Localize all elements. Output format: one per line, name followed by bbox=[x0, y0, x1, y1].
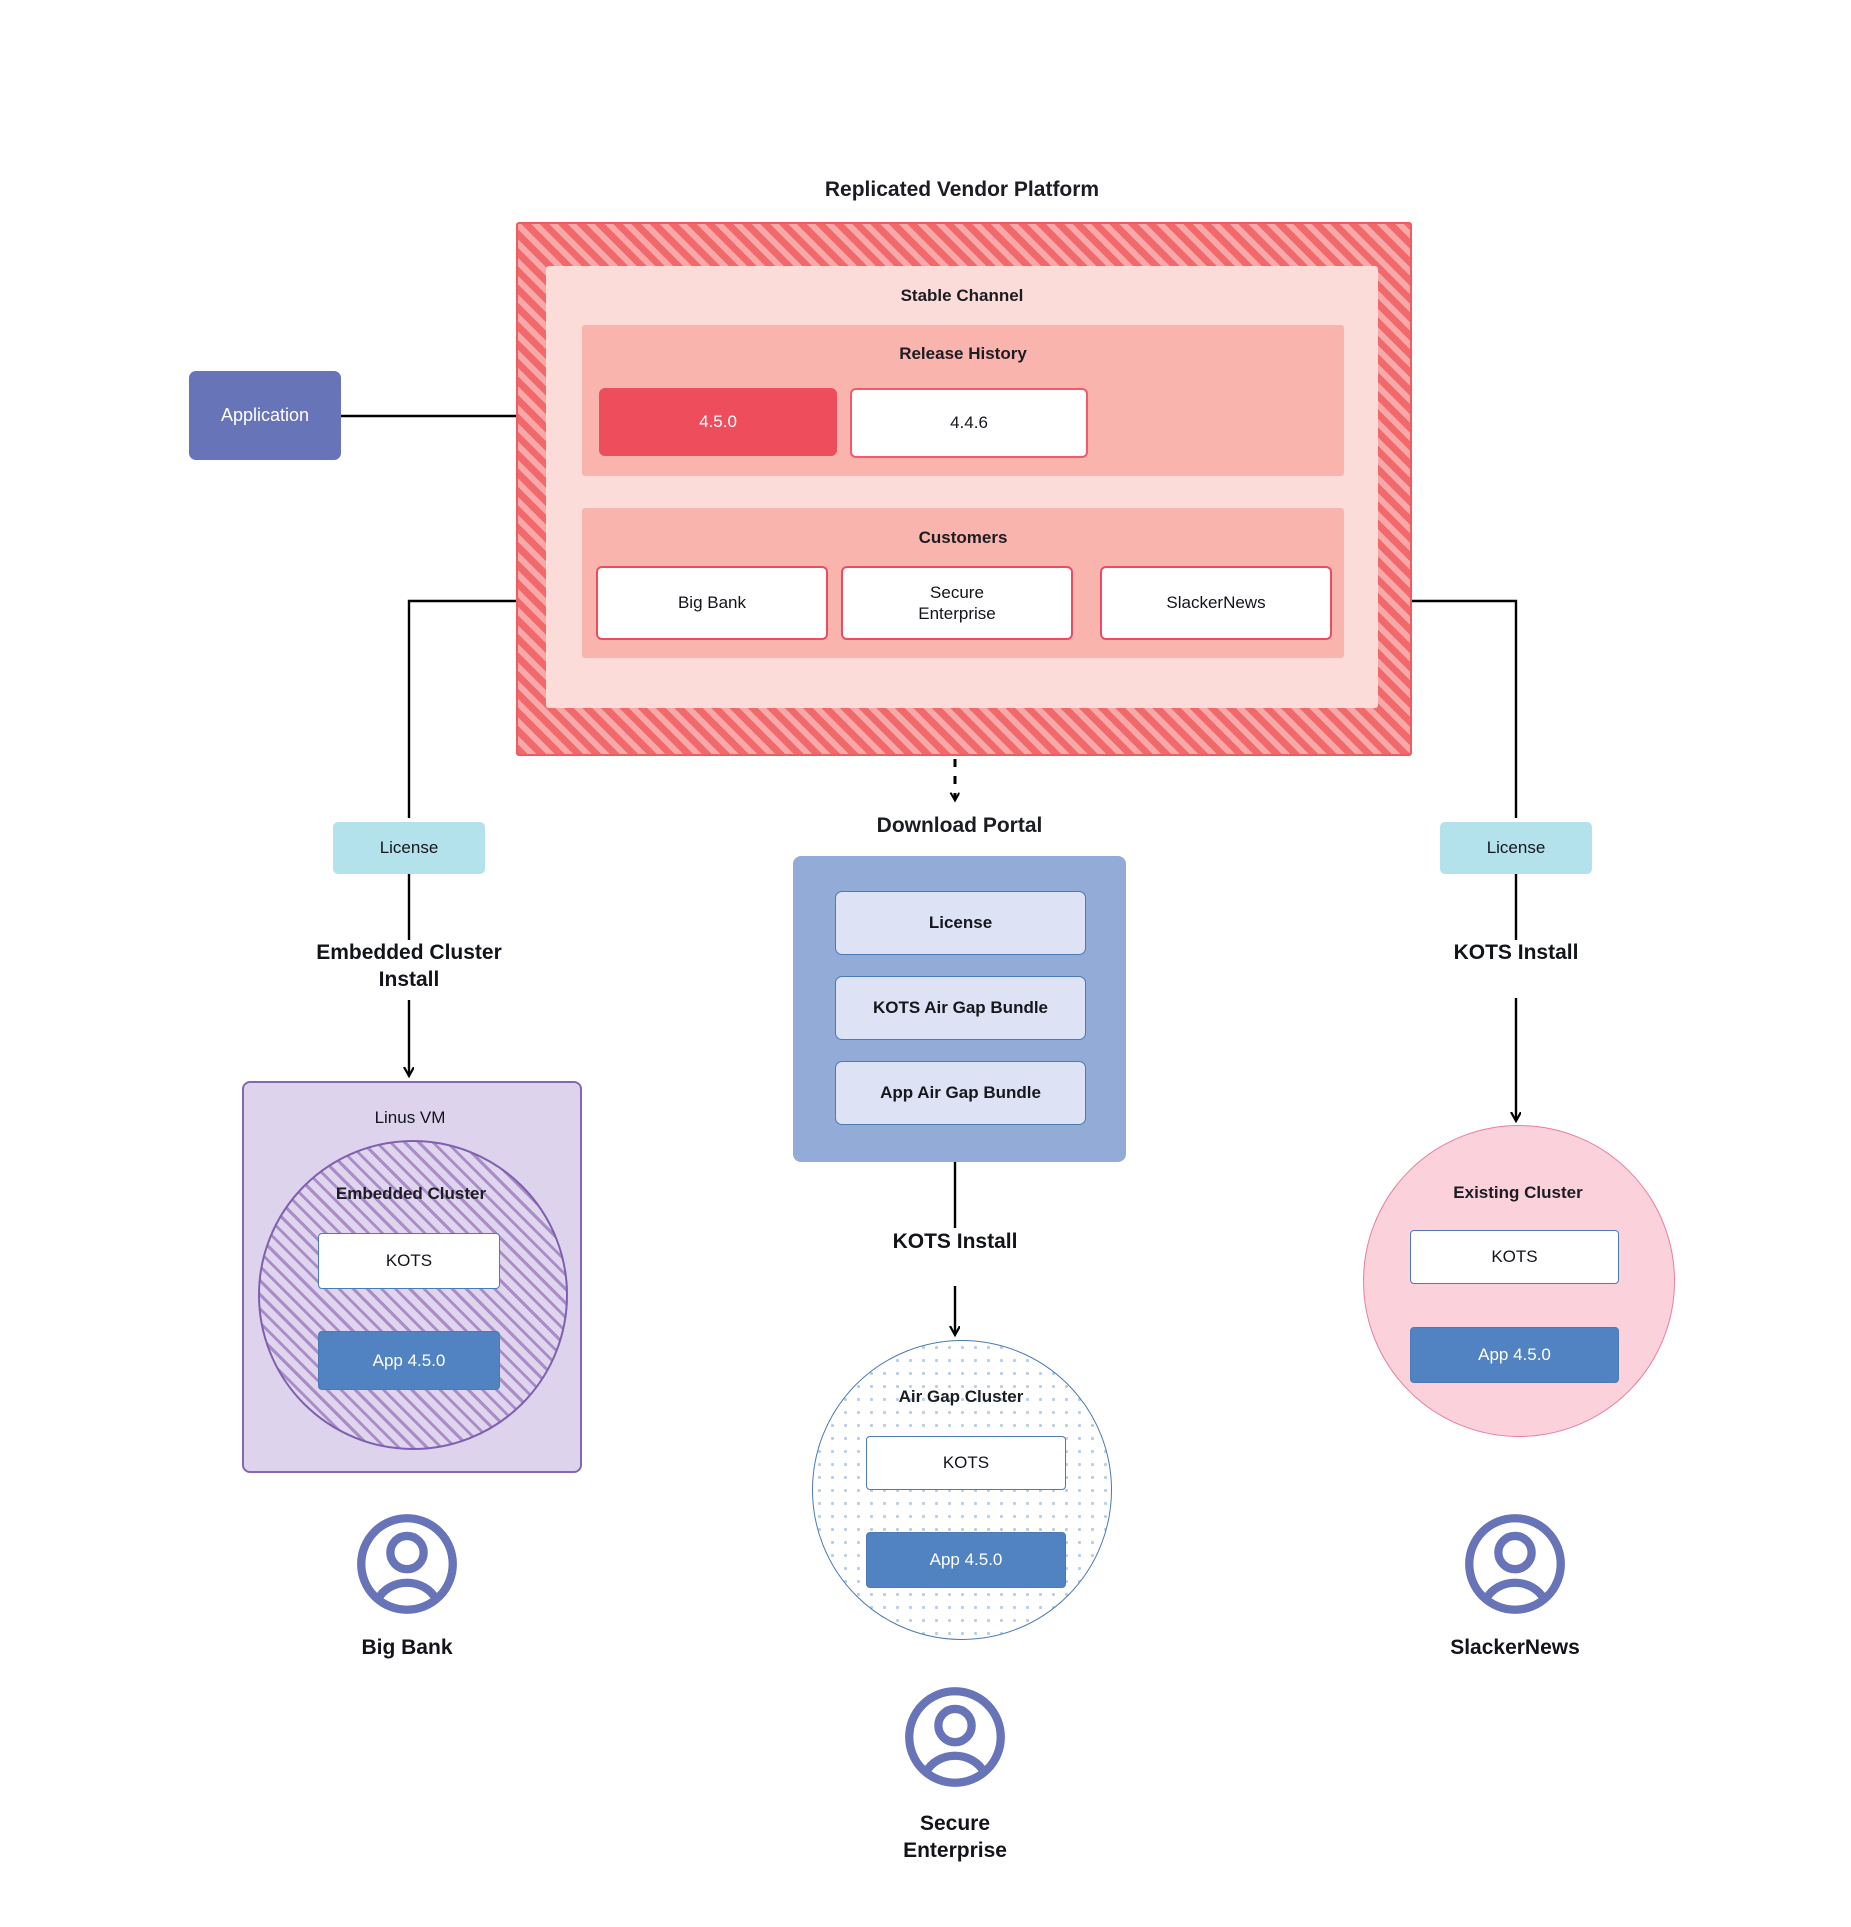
persona-label-big-bank: Big Bank bbox=[361, 1636, 453, 1659]
page-title: Replicated Vendor Platform bbox=[824, 178, 1100, 201]
air-gap-cluster-circle bbox=[812, 1340, 1112, 1640]
release-history-label: Release History bbox=[899, 344, 1027, 363]
release-item-previous[interactable]: 4.4.6 bbox=[850, 388, 1088, 458]
edge-label-airgap-kots-install: KOTS Install bbox=[892, 1230, 1018, 1253]
embedded-cluster-kots-box[interactable]: KOTS bbox=[318, 1233, 500, 1289]
existing-cluster-app-box[interactable]: App 4.5.0 bbox=[1410, 1327, 1619, 1383]
person-icon bbox=[357, 1514, 457, 1614]
embedded-cluster-circle bbox=[258, 1140, 568, 1450]
existing-cluster-kots-box[interactable]: KOTS bbox=[1410, 1230, 1619, 1284]
download-item-license[interactable]: License bbox=[835, 891, 1086, 955]
license-chip-right[interactable]: License bbox=[1440, 822, 1592, 874]
air-gap-cluster-kots-box[interactable]: KOTS bbox=[866, 1436, 1066, 1490]
application-node[interactable]: Application bbox=[189, 371, 341, 460]
embedded-cluster-app-box[interactable]: App 4.5.0 bbox=[318, 1331, 500, 1390]
person-icon bbox=[1465, 1514, 1565, 1614]
edge-label-embedded-cluster-install: Embedded Cluster Install bbox=[316, 941, 502, 992]
air-gap-cluster-label: Air Gap Cluster bbox=[898, 1387, 1024, 1406]
air-gap-cluster-app-box[interactable]: App 4.5.0 bbox=[866, 1532, 1066, 1588]
edge-label-existing-kots-install: KOTS Install bbox=[1453, 941, 1579, 964]
existing-cluster-label: Existing Cluster bbox=[1453, 1183, 1583, 1202]
person-icon bbox=[905, 1687, 1005, 1787]
release-item-current[interactable]: 4.5.0 bbox=[599, 388, 837, 456]
stable-channel-label: Stable Channel bbox=[900, 286, 1024, 305]
download-item-kots-air-gap-bundle[interactable]: KOTS Air Gap Bundle bbox=[835, 976, 1086, 1040]
persona-label-slackernews: SlackerNews bbox=[1450, 1636, 1580, 1659]
customer-box-secure-enterprise[interactable]: Secure Enterprise bbox=[841, 566, 1073, 640]
customers-label: Customers bbox=[918, 528, 1008, 547]
embedded-cluster-label: Embedded Cluster bbox=[335, 1184, 487, 1203]
download-item-app-air-gap-bundle[interactable]: App Air Gap Bundle bbox=[835, 1061, 1086, 1125]
customer-box-slackernews[interactable]: SlackerNews bbox=[1100, 566, 1332, 640]
license-chip-left[interactable]: License bbox=[333, 822, 485, 874]
customer-box-big-bank[interactable]: Big Bank bbox=[596, 566, 828, 640]
download-portal-title: Download Portal bbox=[876, 814, 1043, 837]
persona-label-secure-enterprise: Secure Enterprise bbox=[903, 1812, 1007, 1863]
linux-vm-label: Linus VM bbox=[374, 1108, 446, 1127]
